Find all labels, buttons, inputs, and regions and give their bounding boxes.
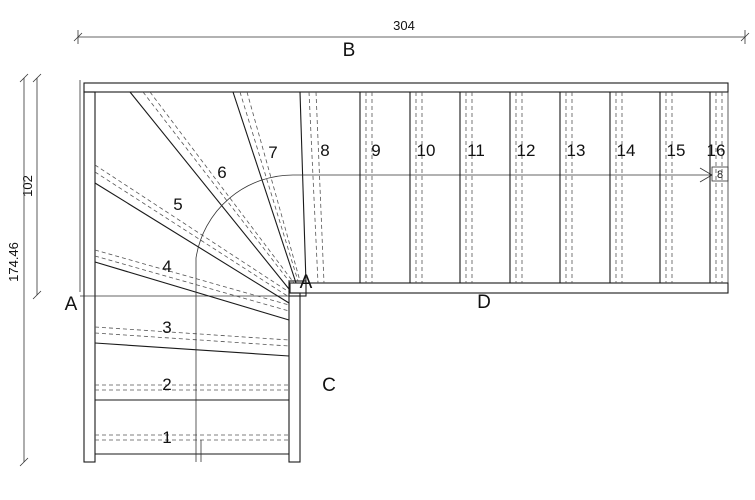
step-number-12: 12 xyxy=(517,141,536,160)
step-number-15: 15 xyxy=(667,141,686,160)
step-number-10: 10 xyxy=(417,141,436,160)
step-number-6: 6 xyxy=(217,163,226,182)
step-number-13: 13 xyxy=(567,141,586,160)
dimension-width xyxy=(73,30,750,44)
dimension-width-label: 304 xyxy=(393,18,415,33)
inner-stringer-C xyxy=(288,292,301,463)
step-number-1: 1 xyxy=(162,428,171,447)
step-number-8: 8 xyxy=(320,141,329,160)
step-number-3: 3 xyxy=(162,318,171,337)
step-number-5: 5 xyxy=(173,195,182,214)
dimension-total-height xyxy=(19,73,29,467)
step-number-11: 11 xyxy=(467,141,485,160)
upper-flight-treads xyxy=(359,92,723,283)
walking-line xyxy=(195,167,713,462)
label-a-left: A xyxy=(65,294,78,315)
step-number-7: 7 xyxy=(268,143,277,162)
winder-treads xyxy=(94,91,325,321)
label-b: B xyxy=(343,40,356,61)
lower-flight-treads xyxy=(94,326,290,455)
label-d: D xyxy=(477,292,491,313)
label-a-corner: A xyxy=(300,272,313,293)
nosing-box xyxy=(711,166,729,182)
dimension-upper-height-label: 102 xyxy=(20,175,35,197)
nosing-label: 8 xyxy=(717,169,723,181)
step-number-16: 16 xyxy=(707,141,726,160)
top-stringer-B xyxy=(79,80,729,292)
step-number-14: 14 xyxy=(617,141,636,160)
step-number-9: 9 xyxy=(371,141,380,160)
dimension-total-height-label: 174.46 xyxy=(6,242,21,282)
label-c: C xyxy=(322,375,336,396)
dimension-upper-height xyxy=(32,73,42,300)
step-number-4: 4 xyxy=(162,257,171,276)
step-number-2: 2 xyxy=(162,375,171,394)
left-stringer-A xyxy=(83,91,96,463)
inner-stringer-D xyxy=(289,282,729,294)
